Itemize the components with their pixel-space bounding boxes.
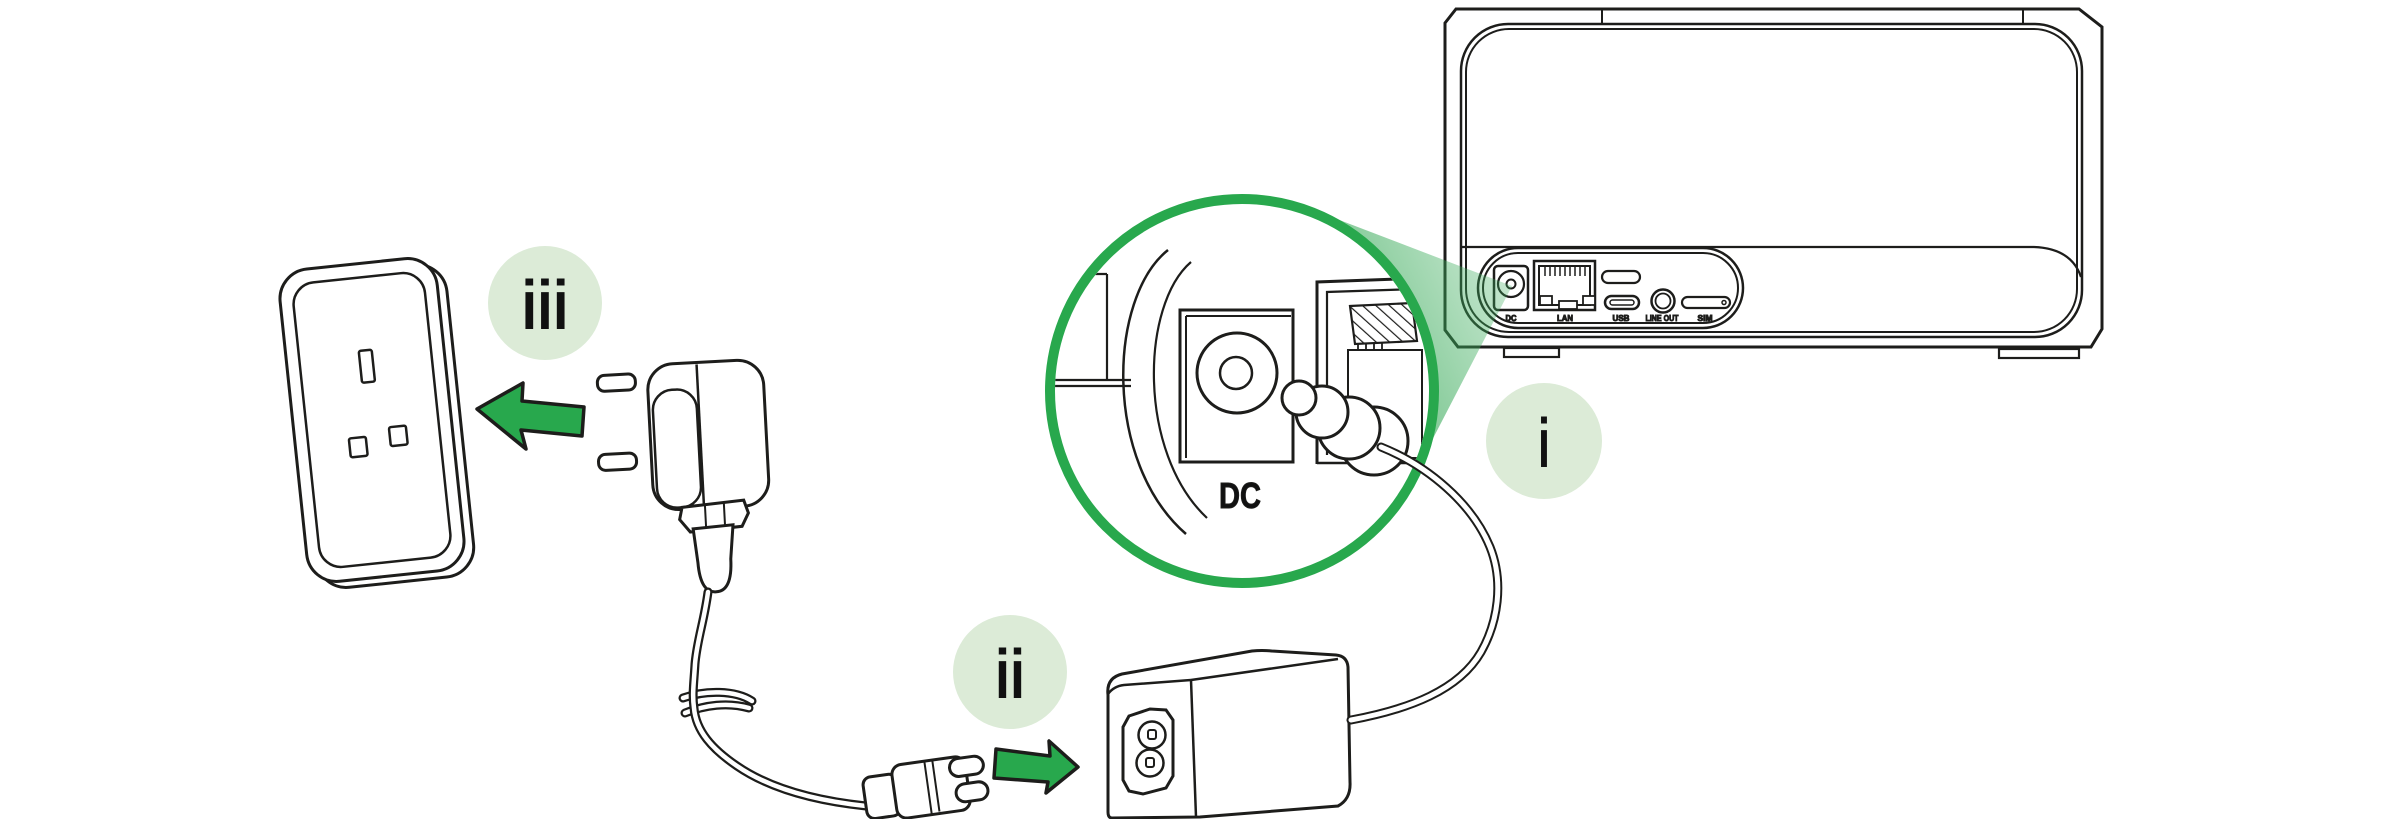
plug-cable xyxy=(678,587,871,811)
magnified-dc-plug xyxy=(1280,379,1410,477)
port-label-sim: SIM xyxy=(1698,313,1713,323)
step-badge-i: i xyxy=(1486,383,1602,499)
port-label-usb: USB xyxy=(1613,313,1630,323)
plug-pin-top xyxy=(595,372,637,393)
device-foot-left xyxy=(1502,346,1561,359)
step-badge-ii-label: ii xyxy=(995,635,1025,713)
cable-connector xyxy=(861,754,990,819)
connector-prong-bottom xyxy=(954,780,990,804)
connector-facets xyxy=(923,759,941,814)
brick-front-top-edge xyxy=(1107,678,1192,695)
step-badge-ii: ii xyxy=(953,615,1067,729)
socket-neutral-slot xyxy=(387,424,409,448)
plug-strain-relief xyxy=(691,523,735,594)
plug-pin-bottom xyxy=(597,451,639,472)
magnifier-circle: DC xyxy=(1045,194,1439,588)
port-lan xyxy=(1532,259,1597,312)
step-badge-iii: iii xyxy=(488,246,602,360)
arrow-right-icon xyxy=(992,739,1080,795)
plug-body-edge xyxy=(695,364,706,507)
plug-front-panel xyxy=(651,388,703,509)
brick-front-right-edge xyxy=(1189,679,1198,818)
magnified-dc-jack xyxy=(1178,308,1295,464)
dc-power-cable xyxy=(1346,442,1503,725)
port-line-out xyxy=(1650,288,1676,314)
port-sim xyxy=(1680,295,1732,310)
connector-prong-top xyxy=(948,754,985,778)
power-plug xyxy=(595,358,771,594)
magnified-dc-label: DC xyxy=(1219,475,1261,516)
port-label-line-out: LINE OUT xyxy=(1646,313,1680,323)
magnified-panel-arc-inner xyxy=(1152,261,1208,519)
device-bottom-band xyxy=(1462,245,2083,278)
power-adapter-brick xyxy=(1106,649,1352,819)
brick-top-right-edge xyxy=(1190,657,1339,682)
plug-nut-facets xyxy=(703,503,727,531)
inlet-pin-bottom xyxy=(1145,757,1155,768)
socket-live-slot xyxy=(347,435,369,459)
step-badge-i-label: i xyxy=(1538,404,1550,482)
device-back-cover-inner xyxy=(1465,28,2078,333)
port-label-lan: LAN xyxy=(1557,313,1573,323)
inlet-pin-top xyxy=(1147,729,1157,740)
port-label-dc: DC xyxy=(1506,313,1517,323)
port-usb xyxy=(1603,294,1641,311)
step-badge-iii-label: iii xyxy=(522,266,569,344)
vent-slot xyxy=(1600,269,1642,285)
wall-socket-inner-face xyxy=(292,271,452,569)
device-back-cover xyxy=(1459,22,2084,339)
device-rear: DC LAN USB LINE OUT SIM xyxy=(1443,7,2104,360)
magnifier-ring xyxy=(1045,194,1439,588)
device-foot-right xyxy=(1997,347,2081,360)
arrow-left-icon xyxy=(475,381,586,451)
socket-earth-slot xyxy=(357,348,377,384)
device-outline xyxy=(1443,7,2104,349)
magnified-panel-arc-outer xyxy=(1122,249,1187,535)
wall-socket xyxy=(278,257,476,589)
